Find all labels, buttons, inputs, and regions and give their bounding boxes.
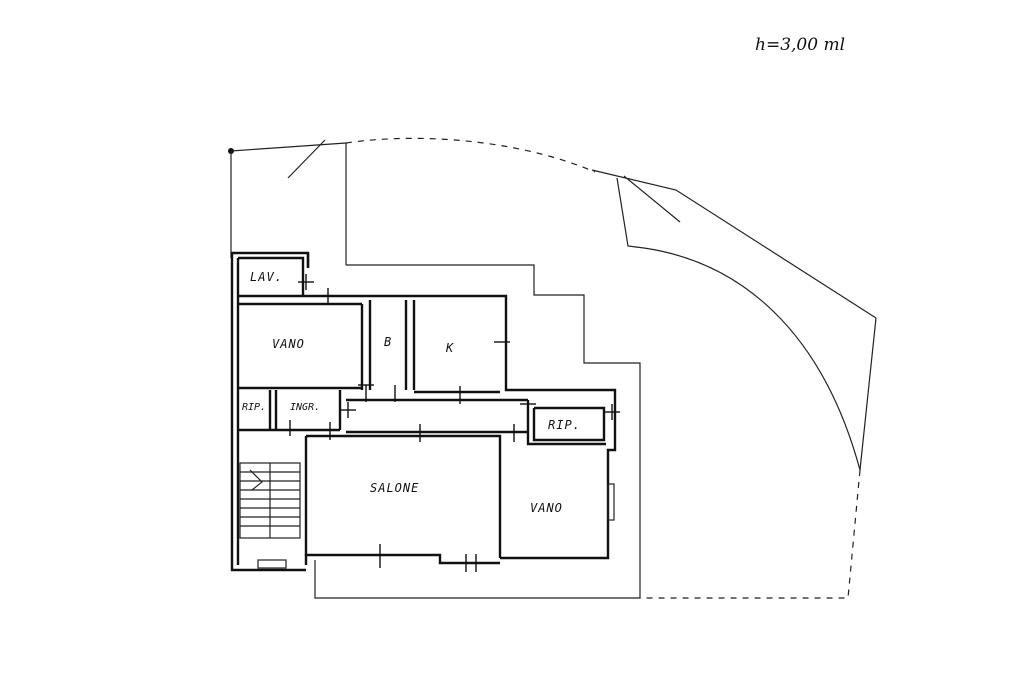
room-label-ingr: INGR. <box>290 402 320 413</box>
room-label-kitchen: K <box>445 341 454 355</box>
room-label-salone: SALONE <box>370 481 419 495</box>
room-label-vano-right: VANO <box>530 501 563 515</box>
door-marks <box>289 274 620 572</box>
room-label-bagno: B <box>384 335 392 349</box>
staircase <box>239 462 301 569</box>
room-label-rip-right: RIP. <box>548 418 581 432</box>
room-label-rip-left: RIP. <box>242 402 266 413</box>
garden-outline <box>228 137 877 599</box>
room-label-lav: LAV. <box>250 270 283 284</box>
interior-walls <box>238 300 606 558</box>
height-note: h=3,00 ml <box>755 35 845 55</box>
room-label-vano-top: VANO <box>272 337 305 351</box>
outer-walls <box>230 251 617 572</box>
